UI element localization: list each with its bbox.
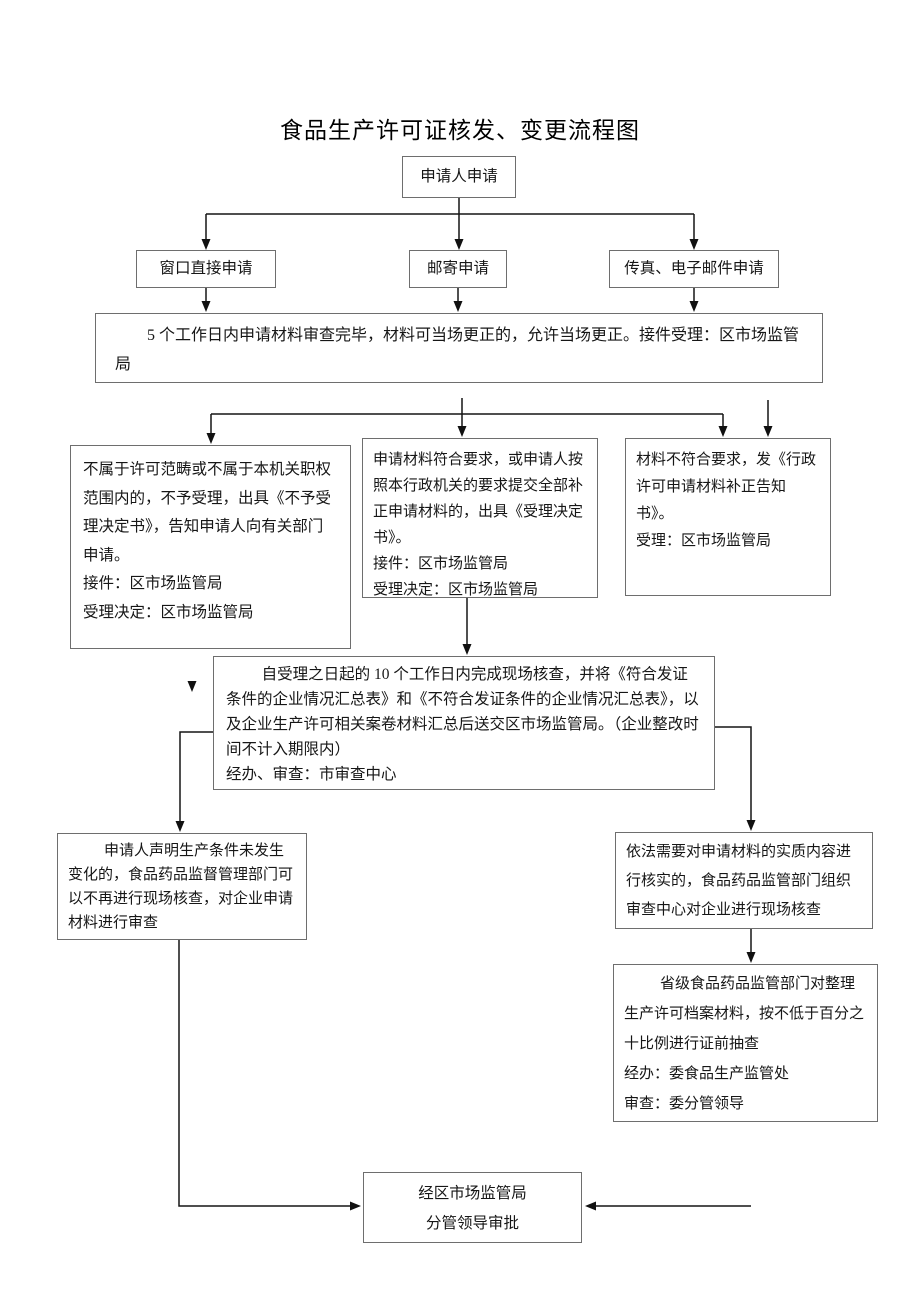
node-supplement-notice: 材料不符合要求，发《行政许可申请材料补正告知书》。 受理：区市场监管局 xyxy=(625,438,831,596)
node-5day-material-review: 5 个工作日内申请材料审查完毕，材料可当场更正的，允许当场更正。接件受理：区市场… xyxy=(95,313,823,383)
node-window-apply: 窗口直接申请 xyxy=(136,250,276,288)
arrowhead-fax-review xyxy=(689,301,699,312)
arrowhead-to-supplement-1 xyxy=(718,426,728,437)
connector-onsite-verify xyxy=(715,726,752,828)
connector-no-change-approval xyxy=(178,940,354,1207)
connector-onsite-no-change xyxy=(179,731,213,829)
node-fax-email-apply: 传真、电子邮件申请 xyxy=(609,250,779,288)
arrowhead-mail-review xyxy=(453,301,463,312)
arrowhead-accept-onsite xyxy=(462,644,472,655)
node-substantive-verification: 依法需要对申请材料的实质内容进行核实的，食品药品监管部门组织审查中心对企业进行现… xyxy=(615,832,873,929)
arrowhead-to-fax xyxy=(689,239,699,250)
arrowhead-to-accept xyxy=(457,426,467,437)
arrowhead-to-window xyxy=(201,239,211,250)
connector-applicant-split xyxy=(205,198,695,247)
arrowhead-verify-spotcheck xyxy=(746,952,756,963)
arrowhead-to-mail xyxy=(454,239,464,250)
node-no-change-declaration: 申请人声明生产条件未发生变化的，食品药品监督管理部门可以不再进行现场核查，对企业… xyxy=(57,833,307,940)
arrowhead-to-supplement-2 xyxy=(763,426,773,437)
arrowhead-to-reject xyxy=(206,433,216,444)
arrowhead-no-change-approval xyxy=(350,1201,361,1211)
node-applicant-apply: 申请人申请 xyxy=(402,156,516,198)
node-not-accepted: 不属于许可范畴或不属于本机关职权范围内的，不予受理，出具《不予受理决定书》，告知… xyxy=(70,445,351,649)
connector-review-split xyxy=(210,398,769,441)
node-onsite-inspection-10days: 自受理之日起的 10 个工作日内完成现场核查，并将《符合发证条件的企业情况汇总表… xyxy=(213,656,715,790)
node-leader-approval: 经区市场监管局 分管领导审批 xyxy=(363,1172,582,1243)
node-mail-apply: 邮寄申请 xyxy=(409,250,507,288)
arrowhead-reject-down xyxy=(187,681,197,692)
node-provincial-spotcheck: 省级食品药品监管部门对整理生产许可档案材料，按不低于百分之十比例进行证前抽查 经… xyxy=(613,964,878,1122)
arrowhead-onsite-verify xyxy=(746,820,756,831)
arrowhead-spotcheck-approval xyxy=(585,1201,596,1211)
arrowhead-window-review xyxy=(201,301,211,312)
arrowhead-onsite-no-change xyxy=(175,821,185,832)
node-accepted-decision: 申请材料符合要求，或申请人按照本行政机关的要求提交全部补正申请材料的，出具《受理… xyxy=(362,438,598,598)
page-title: 食品生产许可证核发、变更流程图 xyxy=(280,118,640,143)
